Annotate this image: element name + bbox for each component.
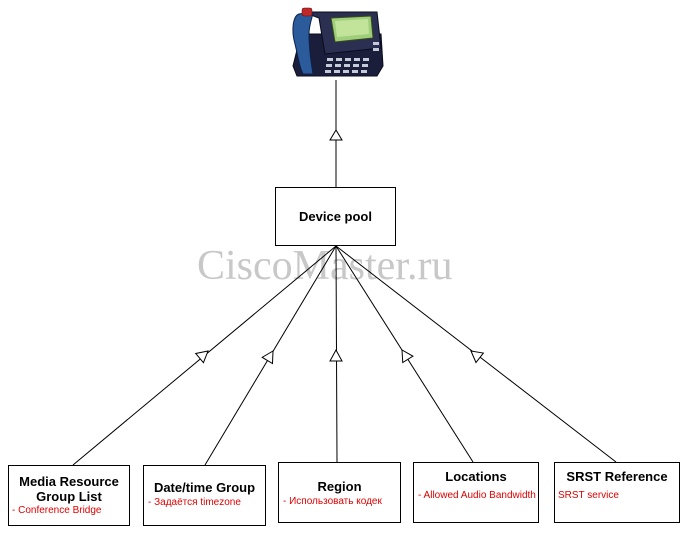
media-resource-group-list-subtitle: - Conference Bridge — [12, 505, 102, 516]
device-pool-label: Device pool — [299, 209, 372, 224]
watermark: CiscoMaster.ru — [197, 243, 453, 289]
datetime-group-box: Date/time Group - Задаётся timezone — [143, 465, 266, 526]
srst-reference-title: SRST Reference — [566, 469, 668, 484]
region-subtitle: - Использовать кодек — [283, 496, 382, 507]
datetime-group-subtitle: - Задаётся timezone — [148, 497, 241, 508]
arrowhead-locations — [401, 349, 414, 364]
arrowhead-mrgl — [194, 350, 209, 364]
locations-subtitle: - Allowed Audio Bandwidth — [418, 490, 536, 501]
ip-phone-icon — [292, 7, 384, 77]
arrowhead-srst — [470, 350, 485, 364]
arrowhead-region — [329, 348, 343, 362]
arrowhead-datetime — [261, 350, 274, 365]
region-title: Region — [317, 479, 362, 494]
locations-box: Locations - Allowed Audio Bandwidth — [413, 462, 539, 523]
srst-reference-subtitle: SRST service — [558, 490, 619, 501]
arrowhead-phone-pool — [329, 129, 343, 141]
media-resource-group-list-title: Media Resource Group List — [19, 474, 119, 504]
srst-reference-box: SRST Reference SRST service — [554, 462, 680, 523]
media-resource-group-list-box: Media Resource Group List - Conference B… — [8, 465, 130, 526]
locations-title: Locations — [445, 469, 507, 484]
region-box: Region - Использовать кодек — [278, 462, 401, 523]
device-pool-box: Device pool — [275, 187, 396, 246]
datetime-group-title: Date/time Group — [153, 480, 256, 495]
